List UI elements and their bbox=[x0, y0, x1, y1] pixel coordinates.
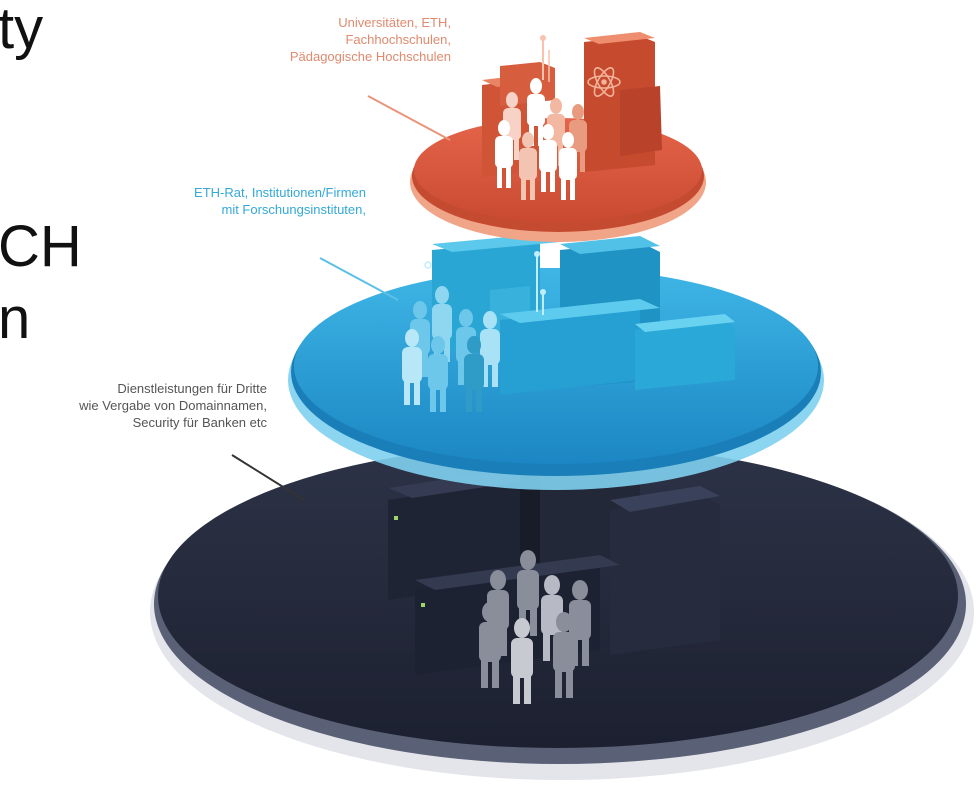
middle-tier-people bbox=[402, 286, 500, 412]
middle-tier bbox=[288, 234, 824, 490]
bottom-tier bbox=[150, 395, 974, 780]
bottom-tier-label: Dienstleistungen für Dritte wie Vergabe … bbox=[79, 381, 267, 430]
middle-tier-buildings bbox=[424, 234, 735, 395]
slide-text-fragment-1: ty bbox=[0, 0, 44, 61]
middle-tier-label: ETH-Rat, Institutionen/Firmen mit Forsch… bbox=[194, 185, 366, 217]
bottom-tier-leader-line bbox=[231, 454, 305, 501]
slide-text-fragment-2: CH bbox=[0, 214, 82, 279]
slide-text-fragment-3: n bbox=[0, 286, 31, 351]
top-tier-label: Universitäten, ETH, Fachhochschulen, Päd… bbox=[289, 15, 451, 64]
atom-icon bbox=[587, 67, 621, 97]
bottom-tier-people bbox=[479, 550, 591, 704]
top-tier bbox=[410, 32, 706, 242]
top-tier-people bbox=[495, 78, 587, 200]
top-tier-leader-line bbox=[367, 95, 451, 141]
middle-tier-leader-line bbox=[319, 257, 399, 301]
